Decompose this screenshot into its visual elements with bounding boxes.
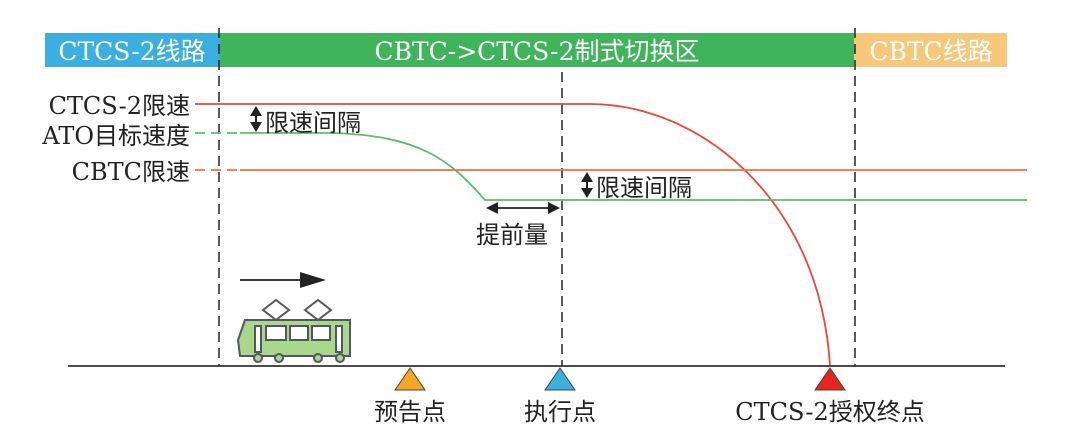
ctcs2-limit-curve <box>195 103 831 367</box>
ctcs2-zone-label: CTCS-2线路 <box>58 37 205 66</box>
speed-gap-label-1: 限速间隔 <box>265 109 361 137</box>
speed-gap-label-2: 限速间隔 <box>596 174 692 202</box>
warning-point-label: 预告点 <box>374 398 446 426</box>
execute-point-marker <box>544 367 576 391</box>
execute-point-label: 执行点 <box>524 398 596 426</box>
auth-end-point-label: CTCS-2授权终点 <box>735 398 924 426</box>
double-arrow-icon <box>250 106 262 132</box>
advance-arrow-icon <box>486 202 560 214</box>
cbtc-limit-label: CBTC限速 <box>72 158 190 186</box>
double-arrow-icon <box>581 172 593 198</box>
direction-arrow-icon <box>240 272 326 288</box>
cbtc-zone-label: CBTC线路 <box>869 37 992 66</box>
train-icon <box>236 298 351 363</box>
switch-zone-banner <box>220 33 854 67</box>
warning-point-marker <box>394 367 426 391</box>
ato-target-label: ATO目标速度 <box>41 122 190 150</box>
cbtc-zone-banner <box>854 33 1007 67</box>
auth-end-point-marker <box>814 367 846 391</box>
ctcs2-limit-label: CTCS-2限速 <box>49 92 190 120</box>
zone-boundaries <box>218 28 856 366</box>
ato-target-curve <box>240 132 1027 201</box>
advance-label: 提前量 <box>476 221 548 249</box>
ctcs2-zone-banner <box>45 33 220 67</box>
switch-zone-label: CBTC->CTCS-2制式切换区 <box>374 37 699 66</box>
